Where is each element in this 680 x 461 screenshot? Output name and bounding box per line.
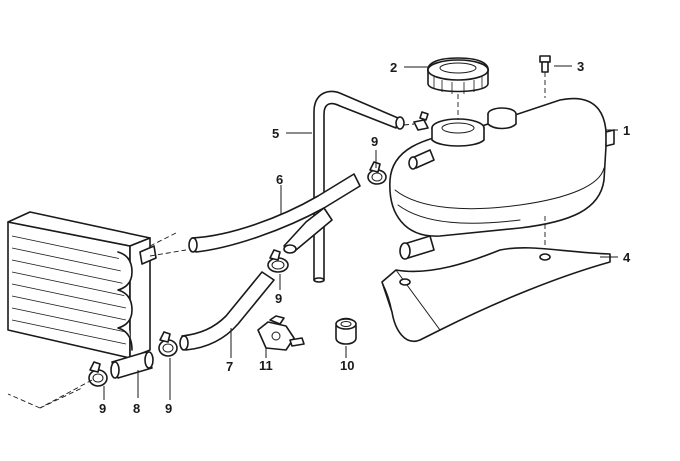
coolant-hose-lower: [179, 271, 275, 351]
callout-1: 1: [623, 123, 630, 138]
hose-clamp: [367, 161, 387, 185]
callout-10: 10: [340, 358, 354, 373]
hose-clamp: [158, 331, 178, 357]
callout-6: 6: [276, 172, 283, 187]
vent-hose: [313, 90, 405, 283]
coolant-hose-upper: [188, 173, 361, 254]
expansion-tank: [389, 97, 615, 260]
callout-9-left: 9: [99, 401, 106, 416]
callout-9-upper: 9: [371, 134, 378, 149]
callout-8: 8: [133, 401, 140, 416]
heat-shield: [381, 247, 611, 343]
short-hose: [110, 351, 154, 379]
callout-9-lower: 9: [165, 401, 172, 416]
hose-clamp-upper: [403, 111, 429, 131]
bracket: [257, 315, 305, 351]
radiator: [7, 211, 187, 359]
callout-3: 3: [577, 59, 584, 74]
callout-4: 4: [623, 250, 631, 265]
callout-7: 7: [226, 359, 233, 374]
hose-clamp: [88, 361, 108, 387]
callout-9-mid: 9: [275, 291, 282, 306]
bolt: [539, 55, 551, 98]
filler-cap: [427, 57, 489, 120]
callout-2: 2: [390, 60, 397, 75]
callout-5: 5: [272, 126, 279, 141]
hose-clamp: [267, 249, 289, 273]
leader-lines: [103, 65, 618, 400]
grommet: [335, 317, 357, 345]
callout-11: 11: [259, 358, 273, 373]
